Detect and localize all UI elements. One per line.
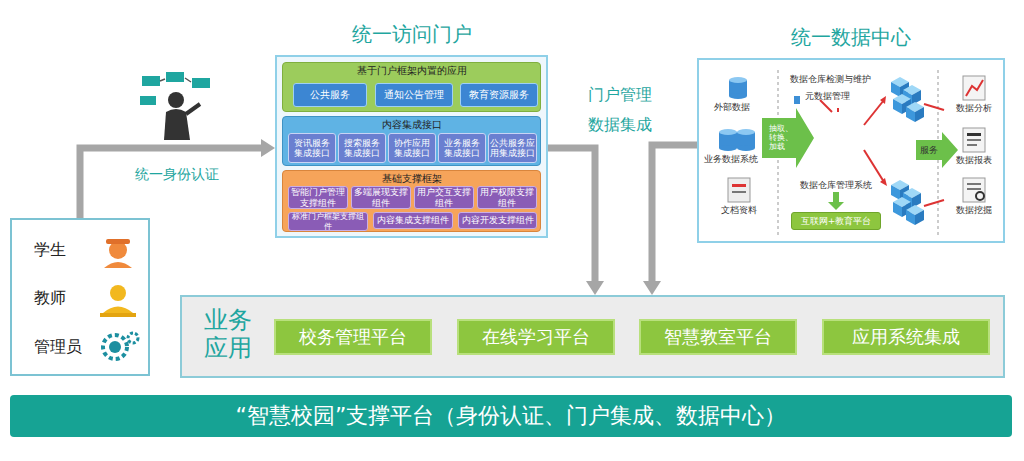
label-text: 数据挖掘 [956, 205, 992, 215]
data-center-frame: 统一数据中心互联网+教育平台 [697, 58, 1005, 243]
service-box: 公共服务 [293, 83, 367, 107]
node-text: 在线学习平台 [482, 325, 590, 349]
interface-box: 搜索服务集成接口 [338, 133, 386, 163]
label-text: 数据报表 [956, 155, 992, 165]
label-text: 数据分析 [956, 103, 992, 113]
person-illustration [140, 72, 210, 140]
node-text: 搜索服务集成接口 [340, 138, 384, 159]
node-text: 教师 [34, 288, 66, 309]
node-text: 智慧教室平台 [664, 325, 772, 349]
label-text: 外部数据 [714, 102, 750, 112]
node-text: 内容集成接口 [283, 118, 540, 132]
node-text: 内容开发支撑组件 [462, 215, 534, 225]
label-text: 数据集成 [588, 116, 652, 134]
node-text: 通知公告管理 [384, 89, 444, 101]
arrow-head [586, 281, 604, 295]
label-text: 服务 [920, 145, 938, 155]
node-text: 互联网+教育平台 [801, 216, 872, 226]
label-text: 元数据管理 [805, 91, 850, 101]
connector-line [80, 148, 263, 218]
node-text: 标准门户框架支撑组件 [290, 212, 366, 231]
data-warehouse-illustration [719, 70, 1024, 257]
arrow-head [261, 139, 275, 157]
portal-frame: 统一访问门户基于门户框架内置的应用公共服务通知公告管理教育资源服务内容集成接口资… [275, 55, 548, 238]
student-icon [104, 239, 132, 268]
node-text: 校务管理平台 [299, 325, 407, 349]
service-box: 通知公告管理 [375, 83, 453, 107]
label-text: 抽取、转换、加载 [769, 124, 795, 152]
platform-box: 在线学习平台 [457, 319, 615, 355]
edge-label: 统一身份认证 [133, 166, 221, 184]
title-text: “智慧校园”支撑平台（身份认证、门户集成、数据中心） [236, 401, 787, 431]
node-text: 资讯服务集成接口 [290, 138, 334, 159]
user-panel: 学生教师管理员 [10, 218, 150, 376]
component-box: 内容集成支撑组件 [373, 212, 453, 229]
component-box: 智能门户管理支撑组件 [288, 186, 348, 209]
node-text: 教育资源服务 [469, 89, 529, 101]
node-text: 公共服务应用集成接口 [490, 138, 535, 159]
node-text: 用户交互支撑组件 [416, 187, 472, 208]
node-text: 统一访问门户 [237, 21, 586, 48]
support-bar: “智慧校园”支撑平台（身份认证、门户集成、数据中心） [10, 395, 1012, 437]
platform-box: 校务管理平台 [274, 319, 432, 355]
platform-box: 智慧教室平台 [639, 319, 797, 355]
node-text: 业务服务集成接口 [440, 138, 484, 159]
teacher-icon [100, 285, 136, 317]
platform-box: 应用系统集成 [822, 319, 990, 355]
node-text: 公共服务 [310, 89, 350, 101]
app-band: 基于门户框架内置的应用公共服务 通知公告管理 教育资源服务 [282, 62, 541, 112]
connector-line [652, 145, 697, 283]
label-text: 业务数据系统 [704, 154, 758, 164]
node-text: 统一数据中心 [659, 24, 1024, 51]
node-text: 内容集成支撑组件 [377, 215, 449, 225]
connector-line [548, 148, 595, 283]
node-text: 学生 [34, 240, 66, 261]
interface-box: 业务服务集成接口 [438, 133, 486, 163]
node-text: 基于门户框架内置的应用 [283, 64, 540, 78]
connector [80, 139, 275, 218]
platform-box: 互联网+教育平台 [791, 212, 881, 230]
node-text: 基础支撑框架 [283, 172, 540, 186]
framework-band: 基础支撑框架智能门户管理支撑组件多端展现支撑组件用户交互支撑组件用户权限支撑组件… [282, 170, 541, 232]
node-text: 智能门户管理支撑组件 [290, 187, 346, 208]
arrow-head [643, 281, 661, 295]
node-text: 用户权限支撑组件 [479, 187, 535, 208]
node-text: 应用系统集成 [852, 325, 960, 349]
interface-box: 协作应用集成接口 [388, 133, 436, 163]
label-text: 门户管理 [588, 86, 652, 104]
node-text: 管理员 [34, 337, 82, 358]
node-text: 业务应用 [204, 307, 254, 362]
label-text: 数据仓库管理系统 [800, 180, 872, 190]
business-panel: 业务应用 校务管理平台 在线学习平台 智慧教室平台 应用系统集成 [180, 295, 1005, 378]
component-box: 内容开发支撑组件 [458, 212, 537, 229]
component-box: 多端展现支撑组件 [351, 186, 411, 209]
service-box: 教育资源服务 [460, 83, 538, 107]
node-text: 多端展现支撑组件 [353, 187, 409, 208]
interface-band: 内容集成接口资讯服务集成接口搜索服务集成接口协作应用集成接口业务服务集成接口公共… [282, 116, 541, 166]
component-box: 用户交互支撑组件 [414, 186, 474, 209]
interface-box: 资讯服务集成接口 [288, 133, 336, 163]
connector [643, 145, 697, 295]
component-box: 用户权限支撑组件 [477, 186, 537, 209]
label-text: 数据仓库检测与维护 [790, 74, 871, 84]
component-box: 标准门户框架支撑组件 [288, 212, 368, 231]
label-text: 文档资料 [721, 205, 757, 215]
interface-box: 公共服务应用集成接口 [488, 133, 537, 163]
admin-icon [103, 333, 138, 359]
node-text: 协作应用集成接口 [390, 138, 434, 159]
connector [548, 148, 604, 295]
